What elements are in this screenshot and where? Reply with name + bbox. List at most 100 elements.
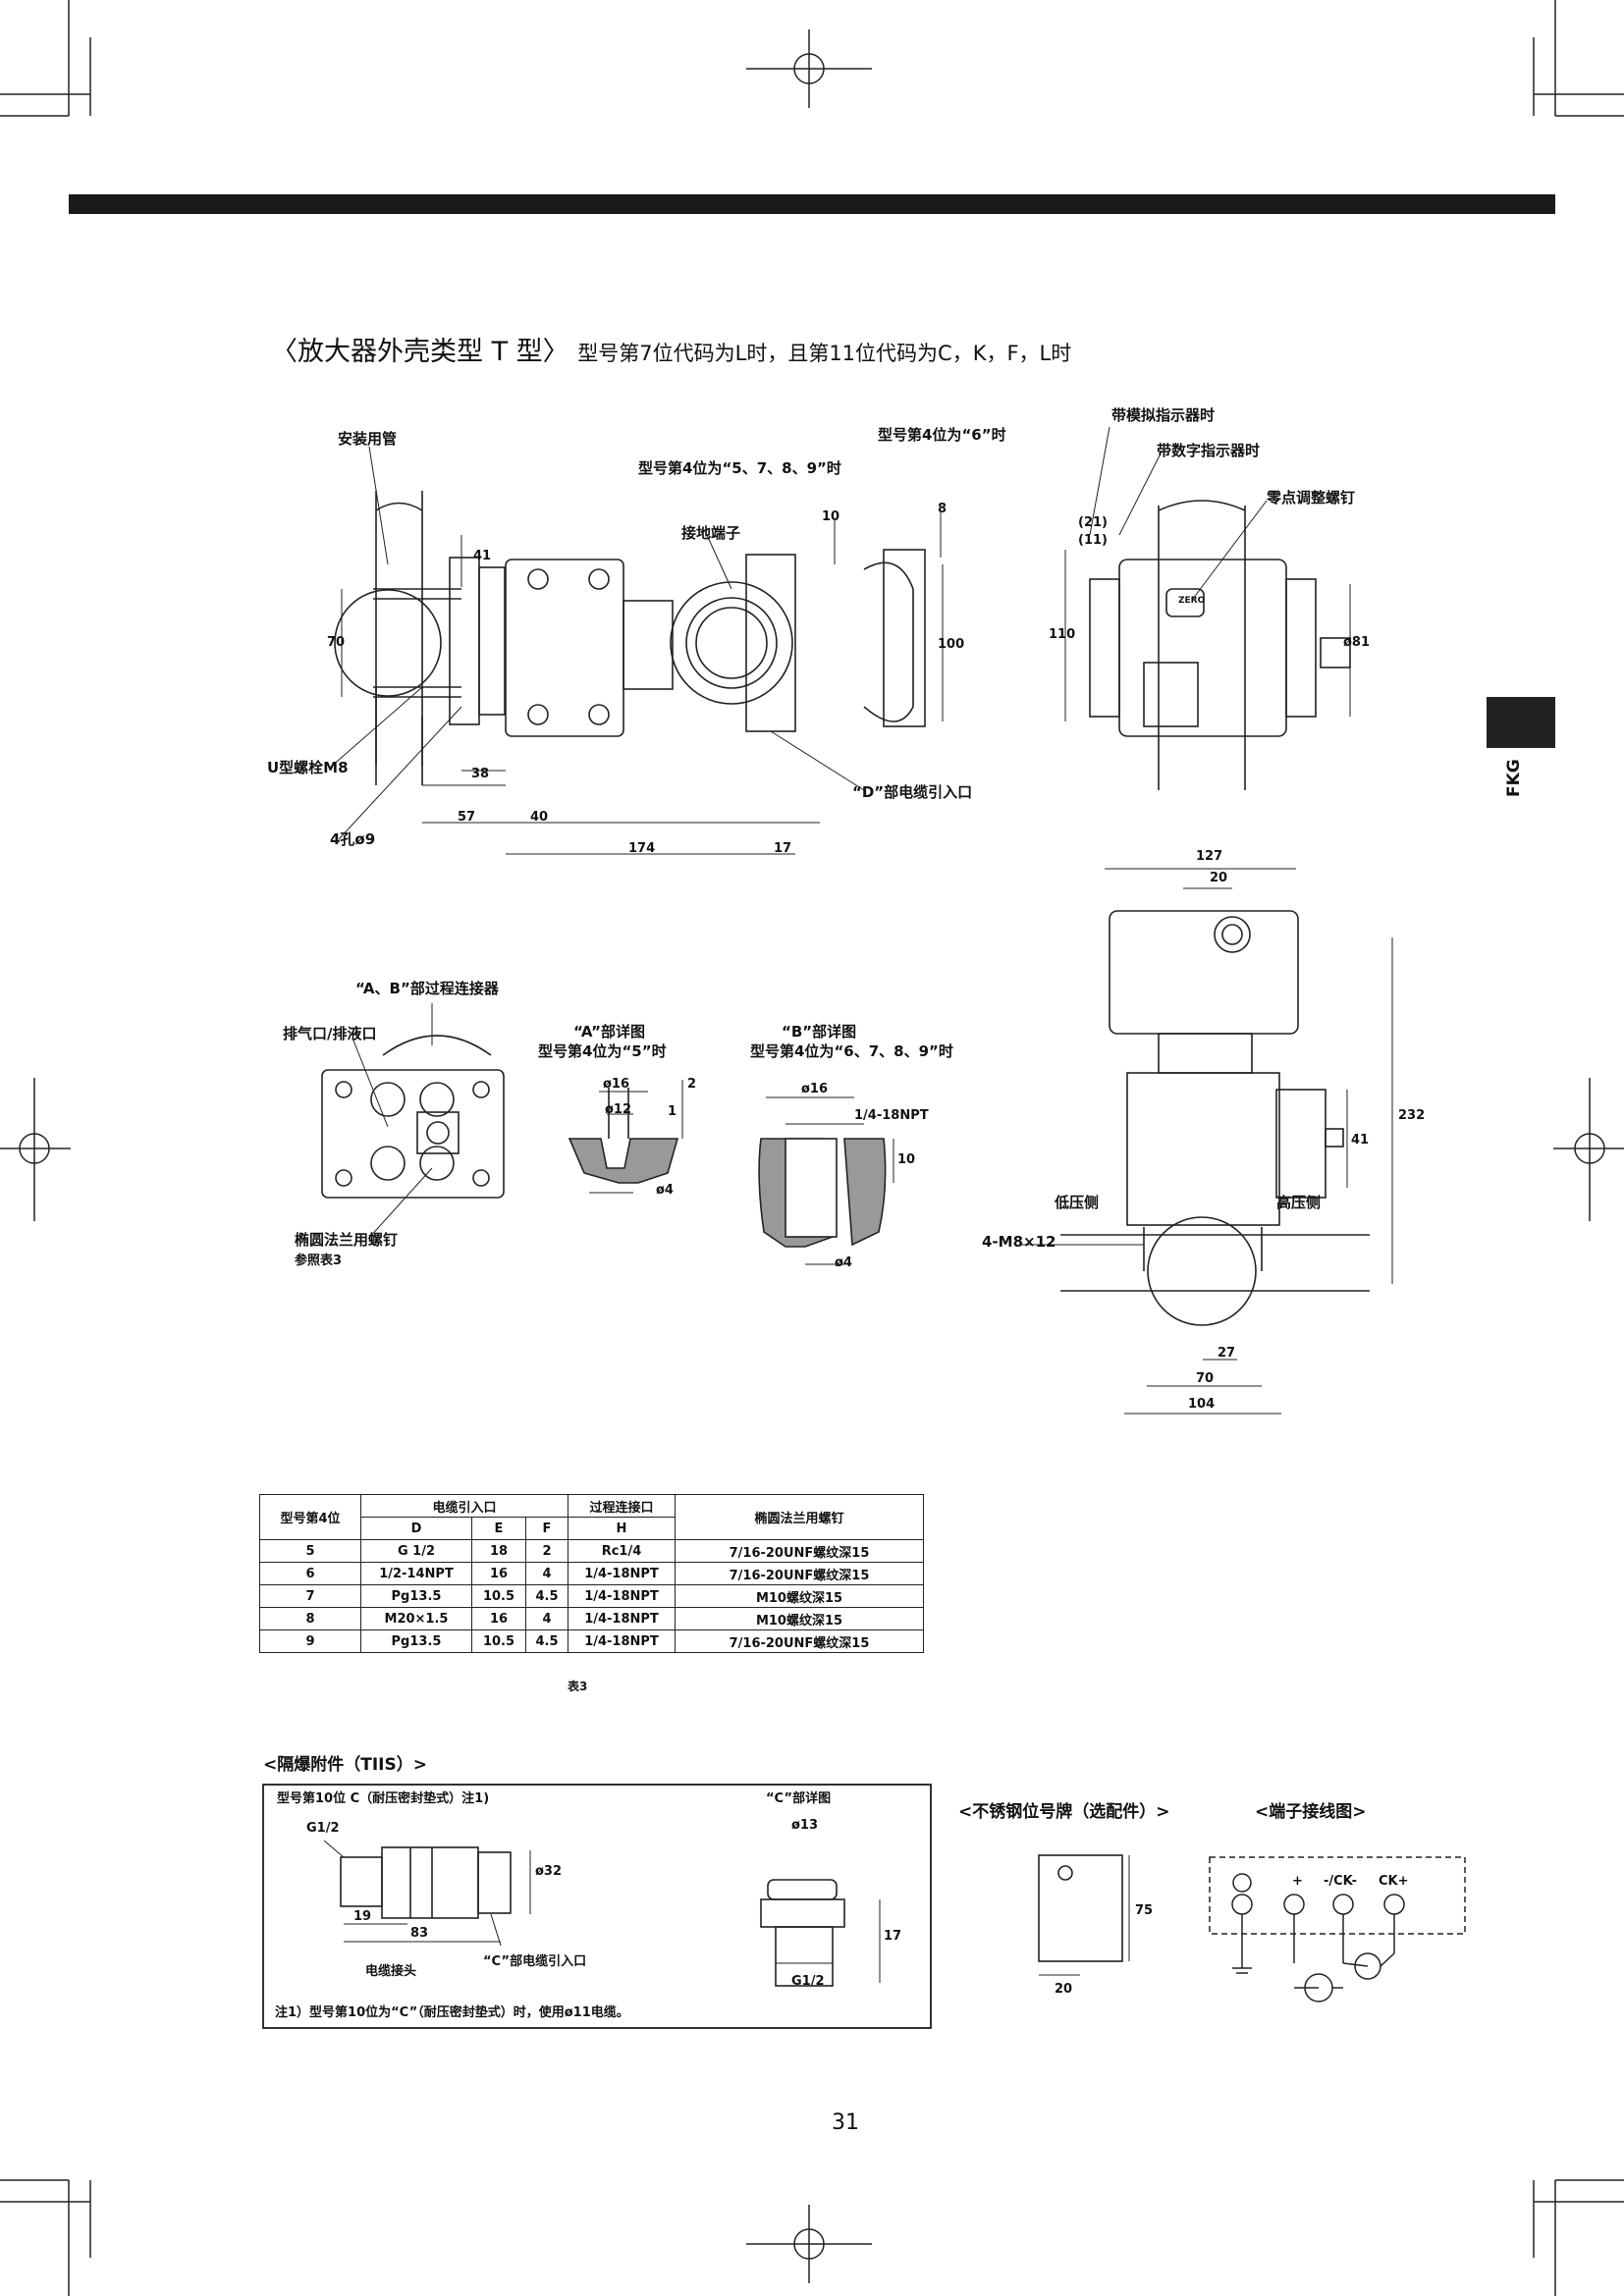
tiis-heading: <隔爆附件（TIIS）>	[263, 1755, 427, 1775]
tiis-dim-17: 17	[884, 1929, 902, 1944]
dim-41: 41	[473, 549, 492, 563]
tag-heading: <不锈钢位号牌（选配件）>	[958, 1802, 1170, 1822]
dim-100: 100	[938, 637, 965, 652]
cell: 4.5	[525, 1584, 568, 1608]
cell: 10.5	[471, 1629, 526, 1653]
detail-a-dim-4: ø4	[656, 1183, 674, 1198]
label-m8-bolt: 4-M8×12	[982, 1233, 1056, 1251]
page-title: 〈放大器外壳类型 T 型〉 型号第7位代码为L时，且第11位代码为C，K，F，L…	[271, 330, 1071, 368]
detail-a-dim-12: ø12	[605, 1102, 632, 1117]
dim-110: 110	[1049, 627, 1076, 642]
cell: 7	[259, 1584, 361, 1608]
tiis-dim-19: 19	[353, 1909, 372, 1924]
tiis-cable-joint: 电缆接头	[365, 1964, 417, 1979]
tiis-detail-title: “C”部详图	[766, 1791, 832, 1806]
tiis-g12b: G1/2	[791, 1974, 825, 1989]
detail-b-title: “B”部详图	[782, 1023, 857, 1041]
dim-40: 40	[530, 810, 549, 825]
dim-232: 232	[1398, 1108, 1426, 1123]
tiis-dim-32: ø32	[535, 1864, 563, 1879]
tiis-pos10: 型号第10位 C（耐压密封垫式）注1)	[277, 1791, 490, 1806]
dim-11: (11)	[1078, 533, 1108, 548]
dim-41-b: 41	[1351, 1133, 1370, 1148]
cell: 1/4-18NPT	[568, 1584, 676, 1608]
terminal-ck-minus: -/CK-	[1324, 1874, 1358, 1889]
cell: 4	[525, 1607, 568, 1630]
label-high-side: 高压侧	[1276, 1194, 1322, 1211]
cell: 6	[259, 1562, 361, 1585]
dim-127: 127	[1196, 849, 1223, 864]
title-main: 〈放大器外壳类型 T 型〉	[271, 337, 569, 367]
th-h: H	[568, 1517, 676, 1540]
tiis-note: 注1）型号第10位为“C”（耐压密封垫式）时，使用ø11电缆。	[275, 2005, 629, 2020]
dim-10: 10	[822, 509, 840, 524]
th-pos4: 型号第4位	[259, 1494, 361, 1540]
detail-a-dim-1: 1	[668, 1104, 677, 1119]
label-holes: 4孔ø9	[330, 830, 376, 848]
cell: 7/16-20UNF螺纹深15	[675, 1629, 924, 1653]
cell: 1/4-18NPT	[568, 1629, 676, 1653]
dim-81: ø81	[1343, 635, 1371, 650]
tag-dim-20: 20	[1055, 1982, 1073, 1997]
label-u-bolt: U型螺栓M8	[267, 759, 349, 776]
page-number: 31	[832, 2110, 859, 2135]
tag-dim-75: 75	[1135, 1903, 1154, 1918]
cell: 1/4-18NPT	[568, 1607, 676, 1630]
dim-21: (21)	[1078, 515, 1108, 530]
cell: Rc1/4	[568, 1539, 676, 1563]
th-f: F	[525, 1517, 568, 1540]
label-ground-terminal: 接地端子	[681, 524, 741, 542]
detail-a-dim-2: 2	[687, 1077, 697, 1092]
label-process-connector: “A、B”部过程连接器	[355, 980, 499, 997]
label-digital-indicator: 带数字指示器时	[1157, 442, 1261, 459]
cell: Pg13.5	[360, 1584, 472, 1608]
label-model-pos4-6: 型号第4位为“6”时	[878, 426, 1006, 444]
dim-57: 57	[458, 810, 476, 825]
cell: 7/16-20UNF螺纹深15	[675, 1562, 924, 1585]
table-3-caption: 表3	[568, 1680, 588, 1693]
detail-b-dim-4: ø4	[835, 1255, 852, 1270]
label-cable-entry-d: “D”部电缆引入口	[852, 783, 973, 801]
detail-b-dim-npt: 1/4-18NPT	[854, 1108, 929, 1123]
detail-b-subtitle: 型号第4位为“6、7、8、9”时	[750, 1042, 953, 1060]
title-sub: 型号第7位代码为L时，且第11位代码为C，K，F，L时	[577, 342, 1072, 365]
terminal-ck-plus: CK+	[1379, 1874, 1409, 1889]
cell: 16	[471, 1607, 526, 1630]
label-flange-bolt: 椭圆法兰用螺钉	[295, 1231, 399, 1249]
tiis-cable-entry-c: “C”部电缆引入口	[483, 1954, 587, 1969]
tiis-g12: G1/2	[306, 1821, 340, 1836]
dim-38: 38	[471, 767, 490, 781]
label-mount-pipe: 安装用管	[338, 430, 398, 448]
label-ref-table3: 参照表3	[295, 1254, 343, 1268]
dim-20: 20	[1210, 871, 1228, 885]
label-analog-indicator: 带模拟指示器时	[1111, 406, 1216, 424]
cell: 4.5	[525, 1629, 568, 1653]
dim-174: 174	[628, 841, 656, 856]
detail-b-dim-16: ø16	[801, 1082, 829, 1096]
terminal-plus: +	[1292, 1874, 1303, 1889]
tiis-box	[262, 1784, 932, 2029]
label-zero-adjust: 零点调整螺钉	[1267, 489, 1356, 507]
cell: 7/16-20UNF螺纹深15	[675, 1539, 924, 1563]
tiis-dim-13: ø13	[791, 1818, 819, 1833]
tiis-dim-83: 83	[410, 1926, 429, 1941]
dim-8: 8	[938, 502, 947, 516]
dim-70-b: 70	[1196, 1371, 1215, 1386]
cell: 9	[259, 1629, 361, 1653]
detail-a-title: “A”部详图	[573, 1023, 646, 1041]
label-low-side: 低压侧	[1055, 1194, 1100, 1211]
